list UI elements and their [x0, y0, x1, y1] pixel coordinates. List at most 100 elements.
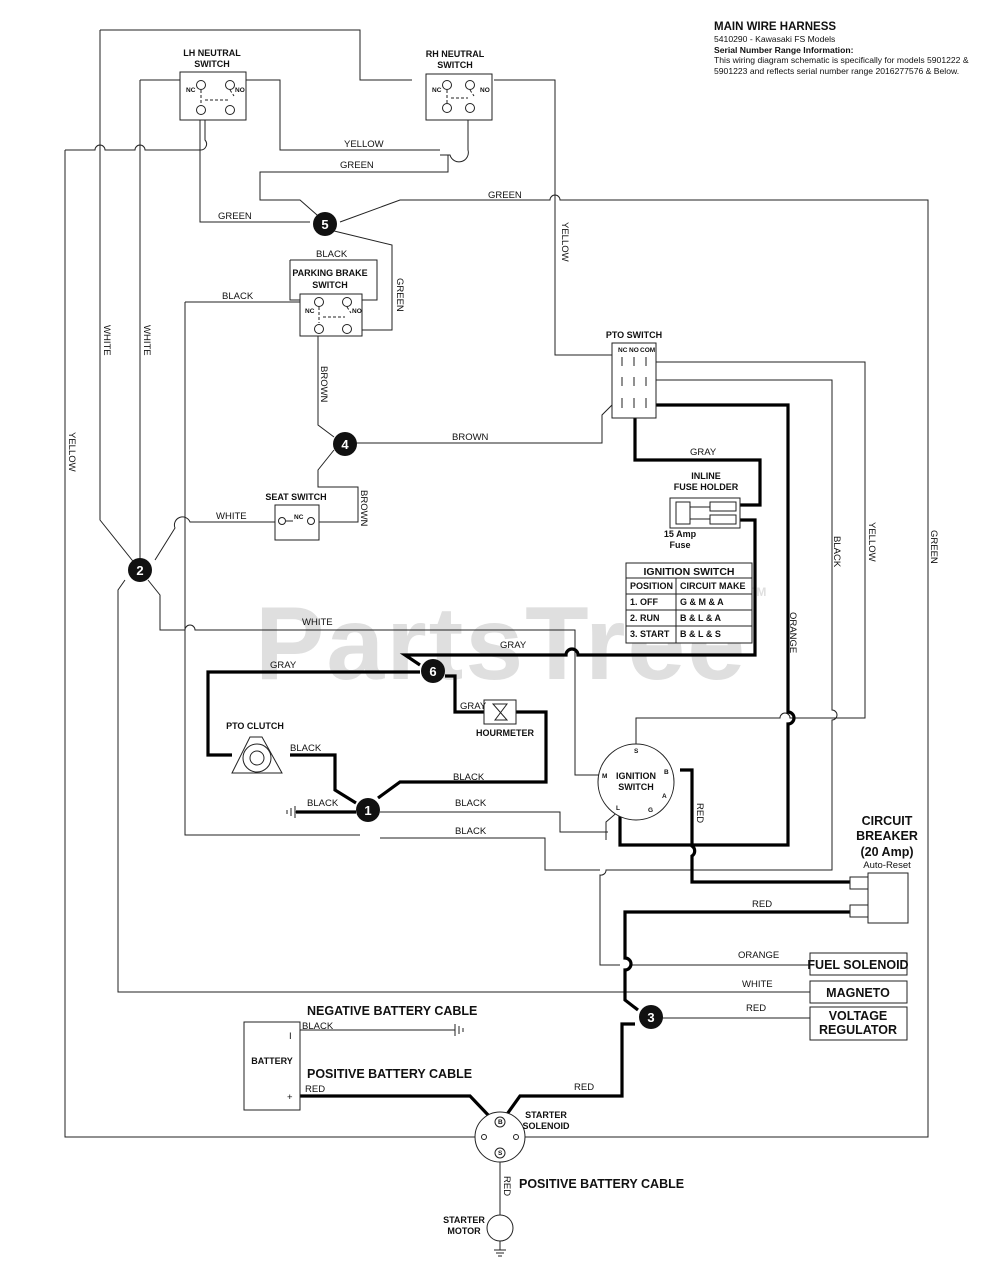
svg-text:BROWN: BROWN — [358, 490, 369, 527]
negative-battery-cable-label: NEGATIVE BATTERY CABLE — [307, 1004, 477, 1018]
starter-motor: STARTER MOTOR — [443, 1214, 514, 1242]
pto-clutch: PTO CLUTCH — [226, 721, 284, 774]
svg-text:BLACK: BLACK — [316, 249, 348, 260]
svg-text:NO: NO — [352, 308, 362, 315]
node-6: 6 — [421, 659, 445, 683]
svg-text:B: B — [664, 769, 669, 776]
inline-fuse-holder: INLINE FUSE HOLDER 15 Amp Fuse — [664, 471, 741, 550]
fuel-solenoid: FUEL SOLENOID — [807, 952, 909, 976]
svg-text:SWITCH: SWITCH — [618, 782, 654, 792]
svg-text:NC: NC — [432, 87, 442, 94]
svg-text:NC: NC — [294, 514, 304, 521]
svg-text:NO: NO — [629, 347, 639, 354]
svg-text:YELLOW: YELLOW — [866, 522, 877, 562]
svg-text:COM: COM — [640, 347, 655, 354]
wire-labels: YELLOW GREEN GREEN GREEN BLACK BLACK BRO… — [66, 139, 939, 1196]
seat-switch: SEAT SWITCH NC — [265, 492, 327, 541]
svg-text:ORANGE: ORANGE — [787, 612, 798, 653]
svg-text:REGULATOR: REGULATOR — [819, 1023, 897, 1037]
svg-text:PTO SWITCH: PTO SWITCH — [606, 330, 662, 340]
svg-text:GREEN: GREEN — [340, 160, 374, 171]
svg-text:3: 3 — [647, 1010, 654, 1025]
svg-text:BLACK: BLACK — [455, 826, 487, 837]
svg-text:BROWN: BROWN — [452, 432, 489, 443]
svg-text:GRAY: GRAY — [690, 447, 717, 458]
thick-wires — [206, 403, 850, 1119]
parking-brake-switch: PARKING BRAKE SWITCH NC NO — [292, 268, 368, 337]
diagram-title: MAIN WIRE HARNESS — [714, 21, 837, 33]
svg-text:LH NEUTRAL: LH NEUTRAL — [183, 48, 241, 58]
svg-text:NO: NO — [235, 87, 245, 94]
svg-text:Fuse: Fuse — [669, 540, 690, 550]
circuit-breaker: CIRCUIT BREAKER (20 Amp) Auto-Reset — [849, 814, 918, 924]
svg-text:MAGNETO: MAGNETO — [826, 986, 890, 1000]
svg-text:I: I — [289, 1031, 292, 1042]
svg-text:M: M — [602, 773, 607, 780]
svg-text:BLACK: BLACK — [831, 536, 842, 568]
ignition-table-title: IGNITION SWITCH — [644, 566, 735, 578]
svg-text:B: B — [498, 1119, 503, 1126]
title-block: MAIN WIRE HARNESS 5410290 - Kawasaki FS … — [714, 20, 982, 76]
svg-text:HOURMETER: HOURMETER — [476, 728, 534, 738]
svg-text:BLACK: BLACK — [302, 1021, 334, 1032]
svg-text:+: + — [287, 1092, 293, 1103]
svg-text:BREAKER: BREAKER — [856, 829, 918, 843]
svg-text:STARTER: STARTER — [443, 1215, 485, 1225]
svg-text:STARTER: STARTER — [525, 1110, 567, 1120]
svg-text:S: S — [498, 1150, 503, 1157]
svg-text:ORANGE: ORANGE — [738, 950, 779, 961]
svg-text:RH NEUTRAL: RH NEUTRAL — [426, 49, 485, 59]
ignition-table-header-circuit: CIRCUIT MAKE — [680, 581, 746, 591]
svg-text:S: S — [634, 748, 639, 755]
node-3: 3 — [639, 1005, 663, 1029]
svg-text:L: L — [616, 805, 620, 812]
ignition-table-cell: B & L & A — [680, 613, 722, 623]
svg-text:1: 1 — [364, 803, 371, 818]
svg-text:PARKING BRAKE: PARKING BRAKE — [292, 268, 367, 278]
svg-text:NO: NO — [480, 87, 490, 94]
node-4: 4 — [333, 432, 357, 456]
svg-text:15 Amp: 15 Amp — [664, 529, 697, 539]
svg-text:BROWN: BROWN — [318, 366, 329, 403]
svg-text:WHITE: WHITE — [101, 325, 112, 356]
svg-text:GRAY: GRAY — [500, 640, 527, 651]
svg-text:BLACK: BLACK — [455, 798, 487, 809]
svg-text:BLACK: BLACK — [453, 772, 485, 783]
svg-text:NC: NC — [305, 308, 315, 315]
ignition-table-cell: 1. OFF — [630, 597, 659, 607]
pto-switch: PTO SWITCH NC NO COM — [606, 330, 662, 419]
svg-text:WHITE: WHITE — [742, 979, 773, 990]
svg-text:FUSE HOLDER: FUSE HOLDER — [674, 482, 739, 492]
svg-text:INLINE: INLINE — [691, 471, 721, 481]
svg-text:(20 Amp): (20 Amp) — [860, 845, 913, 859]
serial-text: This wiring diagram schematic is specifi… — [714, 55, 969, 76]
svg-text:GREEN: GREEN — [928, 530, 939, 564]
svg-text:RED: RED — [752, 899, 772, 910]
positive-battery-cable-label: POSITIVE BATTERY CABLE — [307, 1067, 472, 1081]
hourmeter: HOURMETER — [476, 699, 534, 738]
starter-solenoid: B S STARTER SOLENOID POSITIVE BATTERY CA… — [474, 1110, 684, 1191]
serial-heading: Serial Number Range Information: — [714, 44, 854, 55]
svg-text:RED: RED — [746, 1003, 766, 1014]
positive-battery-cable-label-2: POSITIVE BATTERY CABLE — [519, 1177, 684, 1191]
rh-neutral-switch: RH NEUTRAL SWITCH NC NO — [425, 49, 493, 121]
svg-text:CIRCUIT: CIRCUIT — [862, 814, 913, 828]
ignition-table-header-position: POSITION — [630, 581, 673, 591]
svg-text:6: 6 — [429, 664, 436, 679]
node-5: 5 — [313, 212, 337, 236]
svg-text:BLACK: BLACK — [222, 291, 254, 302]
node-2: 2 — [128, 558, 152, 582]
svg-text:YELLOW: YELLOW — [66, 432, 77, 472]
svg-text:BATTERY: BATTERY — [251, 1056, 293, 1066]
lh-neutral-switch: LH NEUTRAL SWITCH NC NO — [179, 48, 247, 121]
svg-text:SEAT SWITCH: SEAT SWITCH — [265, 492, 326, 502]
svg-text:IGNITION: IGNITION — [616, 771, 656, 781]
svg-text:SWITCH: SWITCH — [312, 280, 348, 290]
svg-text:NC: NC — [186, 87, 196, 94]
ignition-table-cell: B & L & S — [680, 629, 721, 639]
svg-text:SWITCH: SWITCH — [194, 59, 230, 69]
svg-text:WHITE: WHITE — [302, 617, 333, 628]
svg-text:YELLOW: YELLOW — [559, 222, 570, 262]
svg-text:FUEL SOLENOID: FUEL SOLENOID — [807, 958, 908, 972]
